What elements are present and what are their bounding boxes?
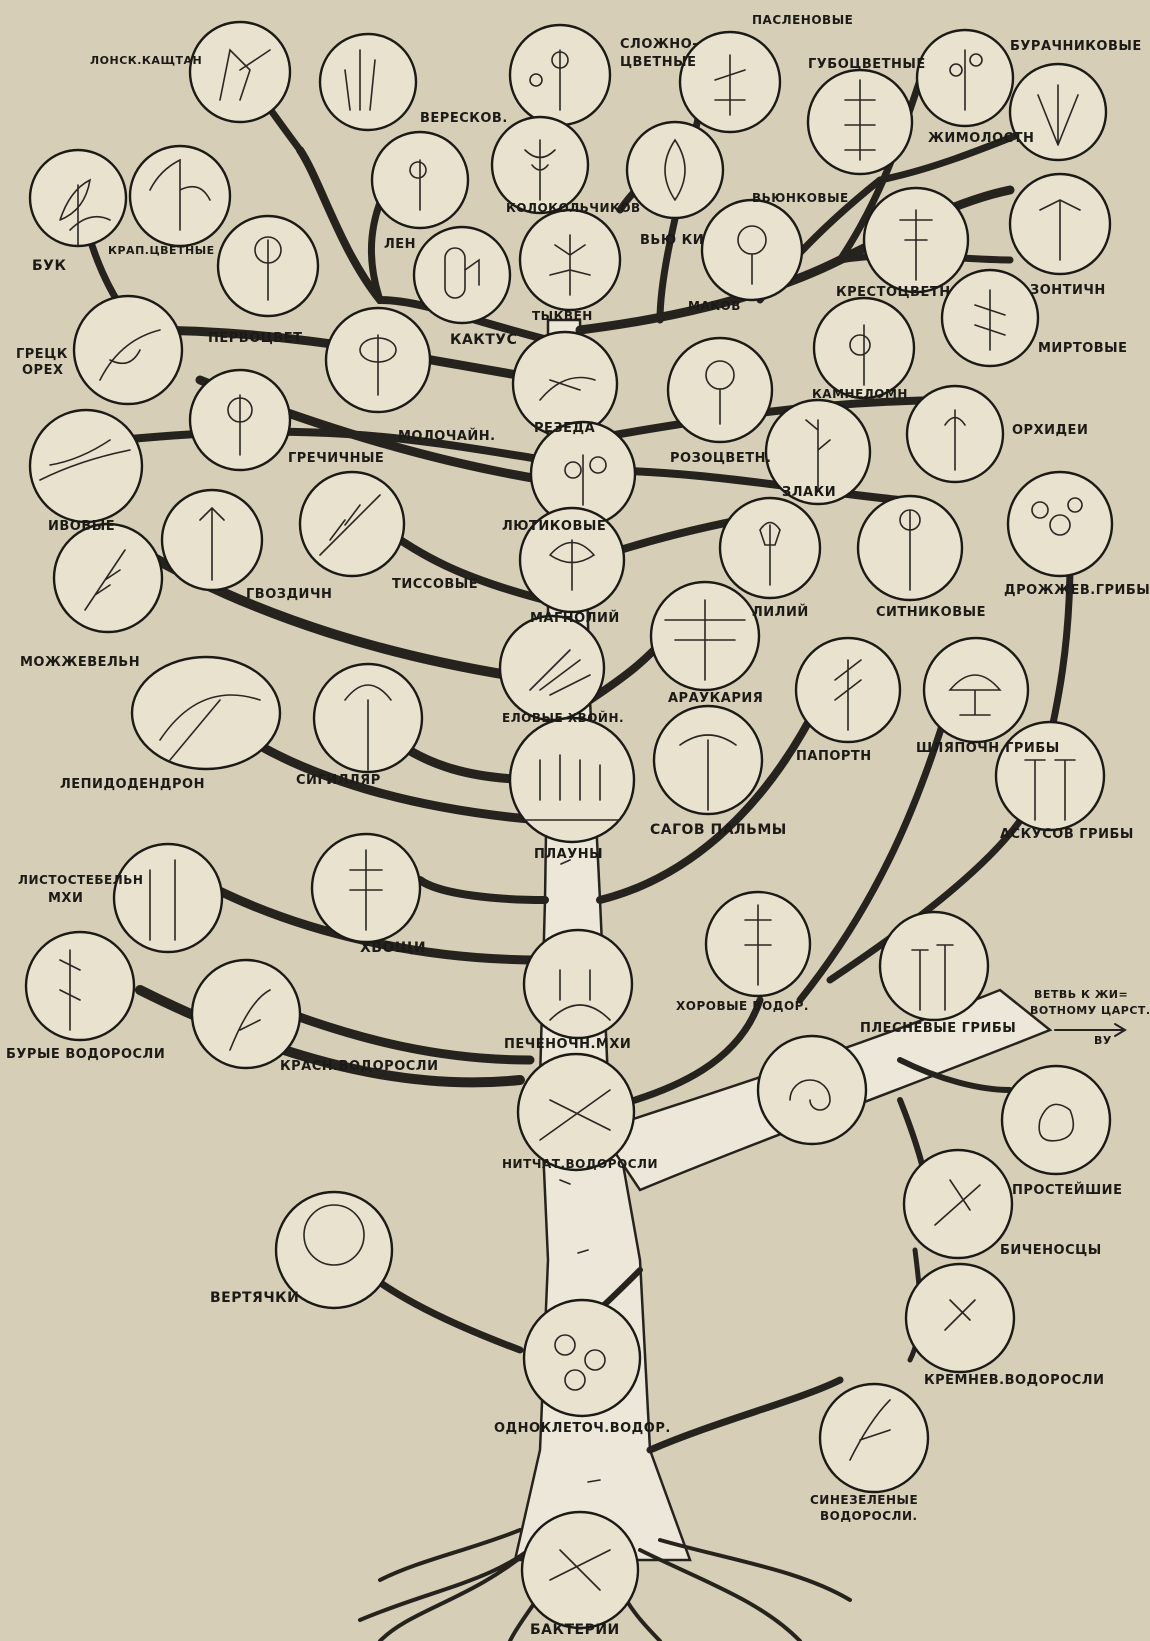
willow-circle (30, 410, 142, 522)
label-club-moss: ПЛАУНЫ (534, 847, 603, 862)
label-compositae-2: ЦВЕТНЫЕ (620, 55, 696, 70)
label-walnut-1: ГРЕЦК (16, 347, 68, 362)
label-primrose: ПЕРВОЦВЕТ (208, 331, 302, 346)
label-labiate: ГУБОЦВЕТНЫЕ (808, 57, 926, 72)
label-myrtle: МИРТОВЫЕ (1038, 341, 1128, 356)
label-pine: ЕЛОВЫЕ ХВОЙН. (502, 710, 624, 725)
label-blue-green-2: ВОДОРОСЛИ. (820, 1509, 918, 1523)
label-chara: ХОРОВЫЕ ВОДОР. (676, 999, 809, 1013)
label-lily: ЛИЛИЙ (752, 604, 809, 620)
walnut-circle (74, 296, 182, 404)
label-horse-chestnut: ЛОНСК.КАЩТАН (90, 54, 202, 67)
label-heather: ВЕРЕСКОВ. (420, 111, 508, 126)
label-yeast: ДРОЖЖЕВ.ГРИБЫ (1004, 583, 1150, 598)
label-borage: БУРАЧНИКОВЫЕ (1010, 39, 1142, 54)
fern-sprout-circle (758, 1036, 866, 1144)
red-algae-circle (192, 960, 300, 1068)
label-flagellate: БИЧЕНОСЦЫ (1000, 1243, 1102, 1258)
label-bindweed-short: ВЬЮ КИ (640, 233, 704, 248)
label-buckwheat: ГРЕЧИЧНЫЕ (288, 451, 384, 466)
label-bindweed: ВЬЮНКОВЫЕ (752, 191, 849, 205)
mold-circle (880, 912, 988, 1020)
label-diatom: КРЕМНЕВ.ВОДОРОСЛИ (924, 1373, 1104, 1388)
diatom-circle (906, 1264, 1014, 1372)
horse-chestnut-circle (190, 22, 290, 122)
label-compositae-1: СЛОЖНО- (620, 37, 698, 52)
liverwort-circle (524, 930, 632, 1038)
ascomycete-circle (996, 722, 1104, 830)
label-animal-branch-1: ВЕТВЬ К ЖИ= (1034, 988, 1128, 1001)
label-beech: БУК (32, 258, 66, 274)
label-bellflower: КОЛОКОЛЬЧИКОВ (506, 201, 641, 215)
label-unicellular-algae: ОДНОКЛЕТОЧ.ВОДОР. (494, 1421, 671, 1436)
label-brown-algae: БУРЫЕ ВОДОРОСЛИ (6, 1047, 165, 1062)
label-dinoflagellate: ВЕРТЯЧКИ (210, 1290, 299, 1306)
label-filamentous-algae: НИТЧАТ.ВОДОРОСЛИ (502, 1157, 658, 1171)
label-fern: ПАПОРТН (796, 749, 872, 764)
lepidodendron-circle (132, 657, 280, 769)
label-orchid: ОРХИДЕИ (1012, 423, 1088, 438)
label-reseda: РЕЗЕДА (534, 421, 595, 436)
label-liverwort: ПЕЧЕНОЧН.МХИ (504, 1037, 631, 1052)
yeast-circle (1008, 472, 1112, 576)
label-ascomycete: АСКУСОВ ГРИБЫ (1000, 827, 1134, 842)
label-nightshade: ПАСЛЕНОВЫЕ (752, 13, 853, 27)
label-juniper: МОЖЖЕВЕЛЬН (20, 655, 140, 670)
label-rose: РОЗОЦВЕТН. (670, 451, 771, 466)
label-nettle: КРАП.ЦВЕТНЫЕ (108, 244, 215, 257)
label-poppy: МАКОВ (688, 299, 741, 313)
label-sigillaria: СИГИЛЛЯР (296, 773, 381, 788)
label-grass: ЗЛАКИ (782, 485, 836, 500)
label-yew: ТИССОВЫЕ (392, 577, 478, 592)
label-willow: ИВОВЫЕ (48, 519, 115, 534)
label-mushroom: ШЛЯПОЧН.ГРИБЫ (916, 741, 1060, 756)
label-leafy-moss-1: ЛИСТОСТЕБЕЛЬН (18, 873, 143, 887)
label-protozoa: ПРОСТЕЙШИЕ (1012, 1182, 1122, 1198)
label-leafy-moss-2: МХИ (48, 891, 83, 906)
label-cactus: КАКТУС (450, 332, 517, 348)
amoeba-circle (1002, 1066, 1110, 1174)
label-walnut-2: ОРЕХ (22, 363, 63, 378)
label-carnation: ГВОЗДИЧН (246, 587, 332, 602)
label-animal-branch-2: ВОТНОМУ ЦАРСТ. (1030, 1004, 1150, 1017)
unicellular-algae-circle (524, 1300, 640, 1416)
heather-circle (320, 34, 416, 130)
blue-green-algae-circle (820, 1384, 928, 1492)
label-honeysuckle: ЖИМОЛОСТН (928, 131, 1034, 146)
club-moss-circle (510, 718, 634, 842)
label-magnolia: МАГНОЛИЙ (530, 610, 620, 626)
label-araucaria: АРАУКАРИЯ (668, 691, 763, 706)
poppy-circle (702, 200, 802, 300)
label-buttercup: ЛЮТИКОВЫЕ (502, 519, 606, 534)
label-euphorbia: МОЛОЧАЙН. (398, 428, 496, 444)
label-rush: СИТНИКОВЫЕ (876, 605, 986, 620)
label-animal-branch-3: ВУ (1094, 1034, 1112, 1047)
label-sago: САГОВ ПАЛЬМЫ (650, 822, 787, 838)
bindweed-circle (627, 122, 723, 218)
label-saxifrage: КАМНЕЛОМН (812, 387, 908, 401)
label-red-algae: КРАСН.ВОДОРОСЛИ (280, 1059, 438, 1074)
leafy-moss-circle (114, 844, 222, 952)
label-umbellifer: ЗОНТИЧН (1030, 283, 1106, 298)
label-lepidodendron: ЛЕПИДОДЕНДРОН (60, 777, 205, 792)
label-horsetail: ХВОЩИ (360, 940, 426, 956)
label-pumpkin: ТЫКВЕН (532, 309, 593, 323)
brown-algae-circle (26, 932, 134, 1040)
label-crucifer: КРЕСТОЦВЕТН (836, 285, 951, 300)
label-blue-green-1: СИНЕЗЕЛЕНЫЕ (810, 1493, 918, 1507)
cactus-circle (414, 227, 510, 323)
label-bacteria: БАКТЕРИИ (530, 1622, 620, 1638)
label-mold: ПЛЕСНЕВЫЕ ГРИБЫ (860, 1021, 1016, 1036)
filamentous-algae-circle (518, 1054, 634, 1170)
label-flax: ЛЕН (384, 237, 416, 252)
